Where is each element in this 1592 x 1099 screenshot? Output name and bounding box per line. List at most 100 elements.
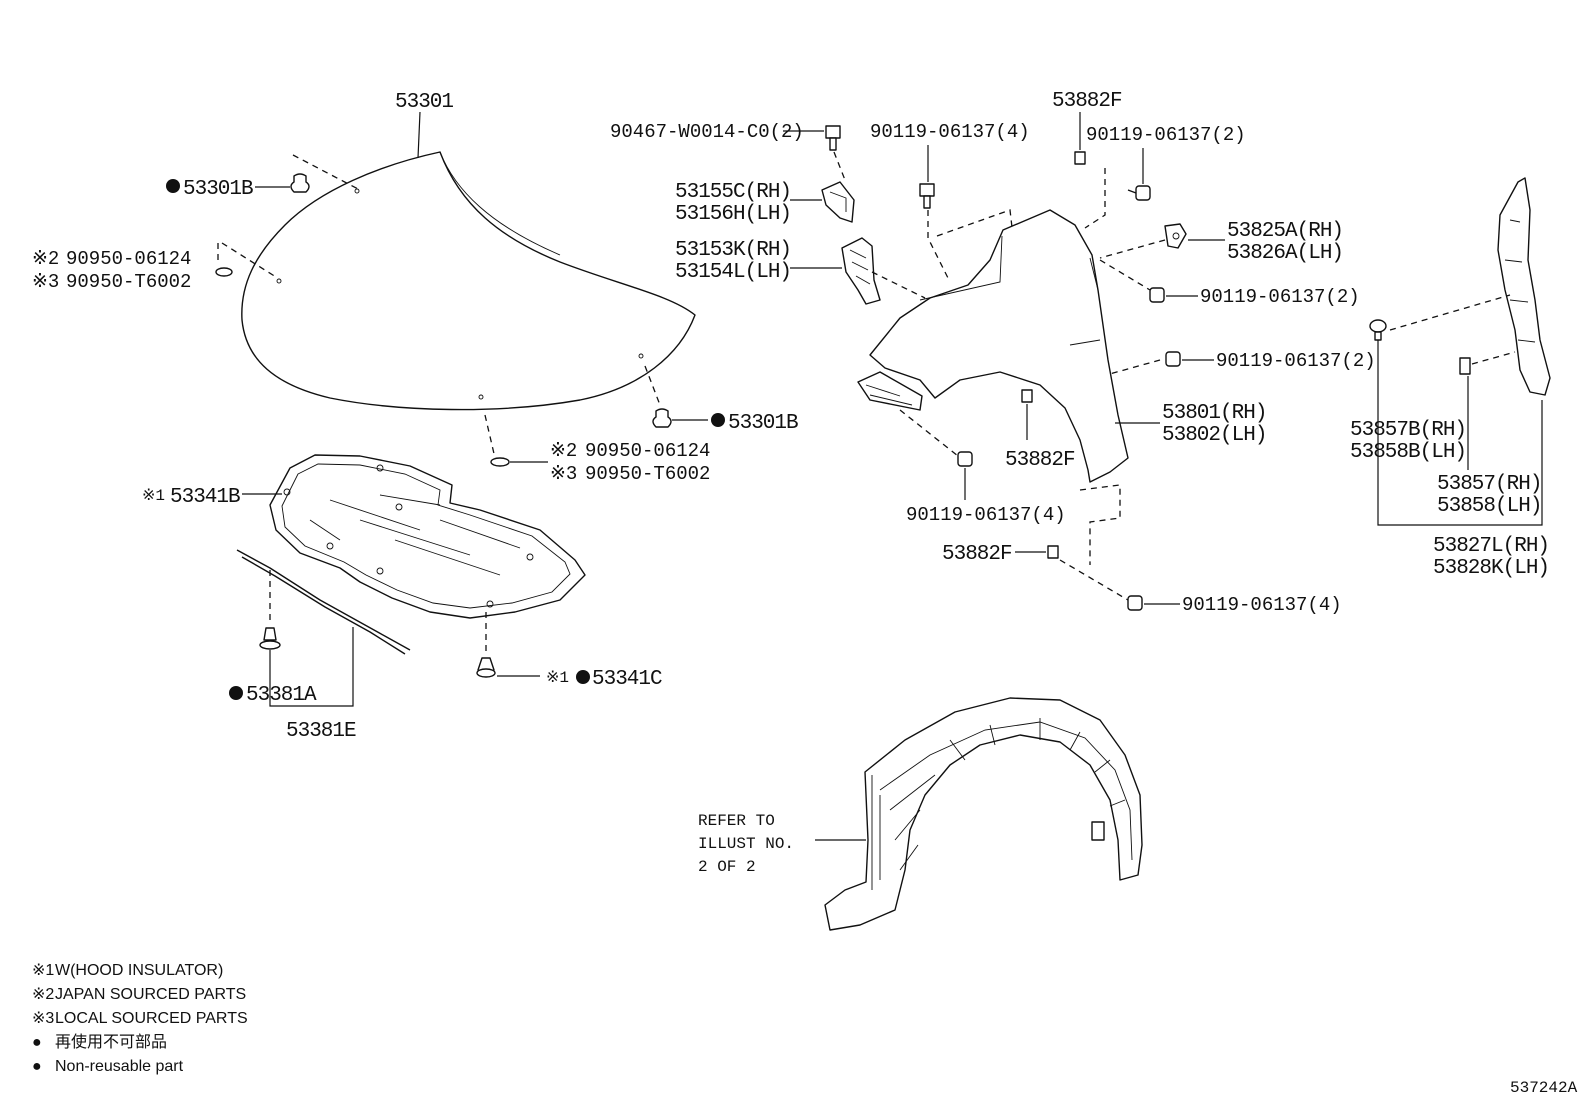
hood-plug-bottom[interactable] bbox=[490, 457, 510, 467]
side-seal-clip-dash bbox=[1389, 294, 1511, 331]
cushion-top-dash bbox=[292, 154, 361, 191]
refer-line1: REFER TO bbox=[698, 812, 775, 830]
hood-cushion-top[interactable] bbox=[290, 173, 310, 193]
fender-lh-label: 53802(LH) bbox=[1162, 424, 1266, 447]
cushion-top-label: 53301B bbox=[183, 178, 253, 201]
side-protector[interactable] bbox=[1459, 357, 1471, 375]
fender-bracket-rh-label: 53155C(RH) bbox=[675, 181, 791, 204]
insulator-mark1: ※1 bbox=[142, 487, 165, 505]
legend-mark-5: ● bbox=[32, 1058, 42, 1075]
plug-top-mark2: ※2 bbox=[32, 248, 59, 270]
insulator-label: 53341B bbox=[170, 486, 240, 509]
nut-bottom-label: 53882F bbox=[942, 543, 1012, 566]
side-seal-lh-label: 53858B(LH) bbox=[1350, 441, 1466, 464]
fender-bolt-mid2b[interactable] bbox=[1165, 351, 1181, 367]
legend-text-2: JAPAN SOURCED PARTS bbox=[55, 986, 246, 1003]
fender-support-rh-label: 53153K(RH) bbox=[675, 239, 791, 262]
fender-liner[interactable] bbox=[824, 697, 1143, 931]
fender-bracket-lh-label: 53156H(LH) bbox=[675, 203, 791, 226]
plug-bottom-mark2: ※2 bbox=[550, 440, 577, 462]
plug-bottom-label2: 90950-T6002 bbox=[585, 463, 710, 485]
plug-top-mark3: ※3 bbox=[32, 271, 59, 293]
hood-label: 53301 bbox=[395, 91, 453, 114]
fender-bracket2[interactable] bbox=[1164, 223, 1187, 249]
bracket-bolt[interactable] bbox=[825, 125, 841, 151]
legend-mark-3: ※3 bbox=[32, 1010, 54, 1027]
fender-nut-mid[interactable] bbox=[1021, 389, 1033, 403]
refer-line3: 2 OF 2 bbox=[698, 858, 756, 876]
bolt-top2-label: 90119-06137(2) bbox=[1086, 124, 1246, 146]
fender-nut-bottom[interactable] bbox=[1047, 545, 1059, 559]
set-bracket-leader bbox=[1377, 340, 1543, 526]
bolt-mid2b-label: 90119-06137(2) bbox=[1216, 350, 1376, 372]
fender-support-dash bbox=[871, 271, 926, 299]
legend-mark-4: ● bbox=[32, 1034, 42, 1051]
bolt-top4-dash2 bbox=[936, 209, 1014, 237]
nonreusable-dot-icon bbox=[229, 686, 243, 700]
bracket2-dash bbox=[1099, 239, 1166, 259]
front-fender[interactable] bbox=[857, 209, 1129, 483]
fender-bolt-mid2a[interactable] bbox=[1149, 287, 1165, 303]
hood-leader bbox=[417, 111, 421, 159]
bolt-low4-label: 90119-06137(4) bbox=[1182, 594, 1342, 616]
bracket2-lh-label: 53826A(LH) bbox=[1227, 242, 1343, 265]
hood-panel[interactable] bbox=[241, 151, 696, 411]
hood-plug-top[interactable] bbox=[215, 267, 233, 277]
set-lh-label: 53828K(LH) bbox=[1433, 557, 1549, 580]
fender-support[interactable] bbox=[841, 237, 881, 305]
fender-nut-top[interactable] bbox=[1074, 151, 1086, 165]
seal-clip-label: 53381A bbox=[246, 684, 317, 707]
bolt-top2-dash bbox=[1084, 168, 1106, 229]
nonreusable-dot-icon bbox=[166, 179, 180, 193]
legend-text-3: LOCAL SOURCED PARTS bbox=[55, 1010, 248, 1027]
seal-clip[interactable] bbox=[259, 627, 281, 650]
bolt-mid2a-dash bbox=[1099, 259, 1151, 291]
bolt-top4-dash bbox=[927, 210, 949, 279]
legend-text-1: W(HOOD INSULATOR) bbox=[55, 962, 223, 979]
seal-bracket-leader bbox=[269, 627, 354, 707]
bolt-mid2a-label: 90119-06137(2) bbox=[1200, 286, 1360, 308]
hood-insulator[interactable] bbox=[269, 454, 586, 619]
bolt-bottom4-dash bbox=[899, 409, 959, 457]
fender-bolt-top4[interactable] bbox=[919, 183, 935, 209]
diagram-id: 537242A bbox=[1510, 1079, 1578, 1097]
plug-top-label1: 90950-06124 bbox=[66, 248, 191, 270]
insulator-clip-mark1: ※1 bbox=[546, 669, 569, 687]
nut-top-label: 53882F bbox=[1052, 90, 1122, 113]
bracket-bolt-dash bbox=[833, 151, 846, 181]
refer-line2: ILLUST NO. bbox=[698, 835, 794, 853]
fender-side-seal[interactable] bbox=[1497, 177, 1551, 396]
insulator-clip[interactable] bbox=[476, 657, 496, 678]
plug-top-label2: 90950-T6002 bbox=[66, 271, 191, 293]
fender-rh-label: 53801(RH) bbox=[1162, 402, 1266, 425]
bolt-bottom4-label: 90119-06137(4) bbox=[906, 504, 1066, 526]
fender-bolt-bottom4[interactable] bbox=[957, 451, 973, 467]
legend-text-4: 再使用不可部品 bbox=[55, 1033, 167, 1051]
bolt-top4-label: 90119-06137(4) bbox=[870, 121, 1030, 143]
fender-bolt-low4[interactable] bbox=[1127, 595, 1143, 611]
nut-mid-label: 53882F bbox=[1005, 449, 1075, 472]
nonreusable-dot-icon bbox=[576, 670, 590, 684]
plug-bottom-dash bbox=[484, 414, 496, 459]
fender-support-lh-label: 53154L(LH) bbox=[675, 261, 791, 284]
set-rh-label: 53827L(RH) bbox=[1433, 535, 1549, 558]
side-protector-dash bbox=[1471, 351, 1516, 365]
nut-bottom-dash bbox=[1079, 484, 1121, 565]
seal-label: 53381E bbox=[286, 720, 356, 743]
hood-seal[interactable] bbox=[236, 549, 411, 655]
legend: ※1 W(HOOD INSULATOR) ※2 JAPAN SOURCED PA… bbox=[32, 962, 248, 1075]
fender-bolt-top2[interactable] bbox=[1127, 185, 1151, 201]
side-seal-rh-label: 53857B(RH) bbox=[1350, 419, 1466, 442]
insulator-clip-label: 53341C bbox=[592, 668, 662, 691]
bracket-bolt-label: 90467-W0014-C0(2) bbox=[610, 121, 804, 143]
plug-bottom-label1: 90950-06124 bbox=[585, 440, 710, 462]
protector-rh-label: 53857(RH) bbox=[1437, 473, 1541, 496]
plug-bottom-mark3: ※3 bbox=[550, 463, 577, 485]
side-seal-clip[interactable] bbox=[1369, 319, 1387, 341]
hood-cushion-bottom[interactable] bbox=[652, 408, 672, 428]
fender-bracket[interactable] bbox=[821, 181, 855, 223]
bracket2-rh-label: 53825A(RH) bbox=[1227, 220, 1343, 243]
legend-mark-1: ※1 bbox=[32, 962, 54, 979]
legend-text-5: Non-reusable part bbox=[55, 1058, 184, 1075]
